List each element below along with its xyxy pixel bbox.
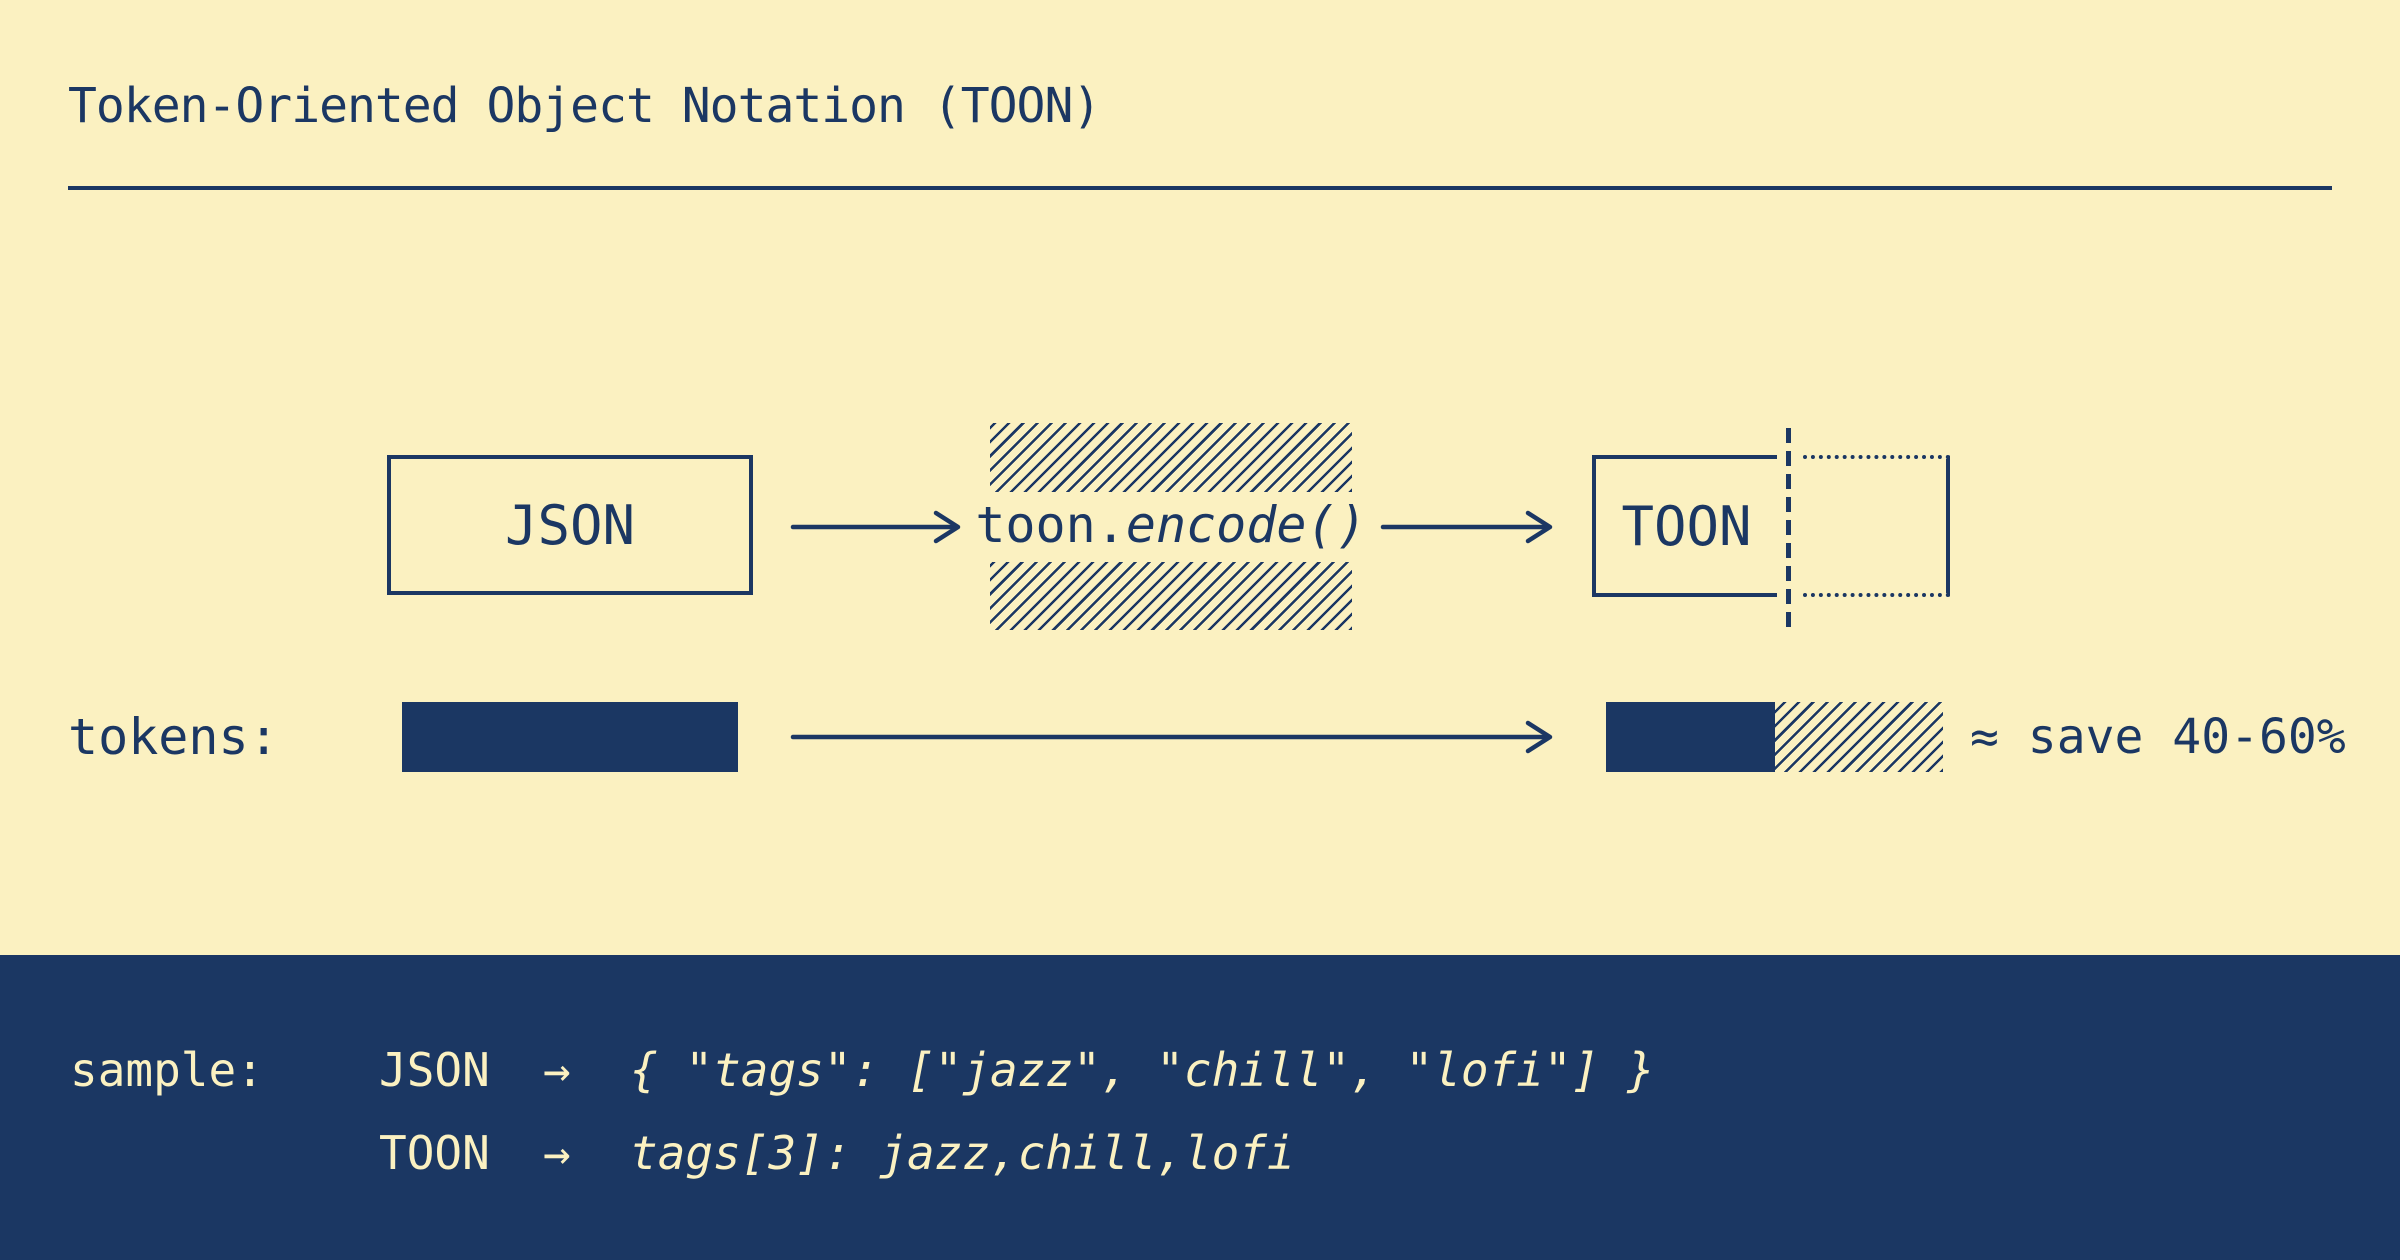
arrow-right-icon [1380,510,1553,544]
sample-row-code: tags[3]: jazz,chill,lofi [630,1126,1295,1180]
sample-label: sample: [70,1043,264,1097]
encode-fn-call: encode() [1125,496,1367,554]
toon-box: TOON [1592,455,1777,597]
sample-row-format: JSON [379,1043,490,1097]
arrow-right-icon [790,510,961,544]
encode-fn-prefix: toon. [975,496,1126,554]
sample-row: sample: JSON → { "tags": ["jazz", "chill… [0,1040,2400,1100]
encode-function-label: toon.encode() [940,494,1402,556]
page-title: Token-Oriented Object Notation (TOON) [68,78,1101,134]
arrow-right-icon: → [543,1126,571,1180]
sample-footer: sample: JSON → { "tags": ["jazz", "chill… [0,955,2400,1260]
sample-row-format: TOON [379,1126,490,1180]
toon-box-label: TOON [1621,494,1752,558]
cut-dashed-line [1786,428,1791,627]
encode-hatch-bottom [990,562,1352,630]
json-box: JSON [387,455,753,595]
tokens-label: tokens: [68,708,279,766]
json-box-label: JSON [504,493,636,557]
toon-token-saved-hatch [1775,702,1943,772]
arrow-right-icon [790,720,1553,754]
toon-token-bar [1606,702,1775,772]
encode-hatch-top [990,423,1352,492]
arrow-right-icon: → [543,1043,571,1097]
saved-space-ghost-box [1803,455,1950,597]
savings-label: ≈ save 40-60% [1970,709,2346,765]
sample-row: TOON → tags[3]: jazz,chill,lofi [0,1123,2400,1183]
json-token-bar [402,702,738,772]
title-divider [68,186,2332,190]
sample-row-code: { "tags": ["jazz", "chill", "lofi"] } [630,1043,1655,1097]
